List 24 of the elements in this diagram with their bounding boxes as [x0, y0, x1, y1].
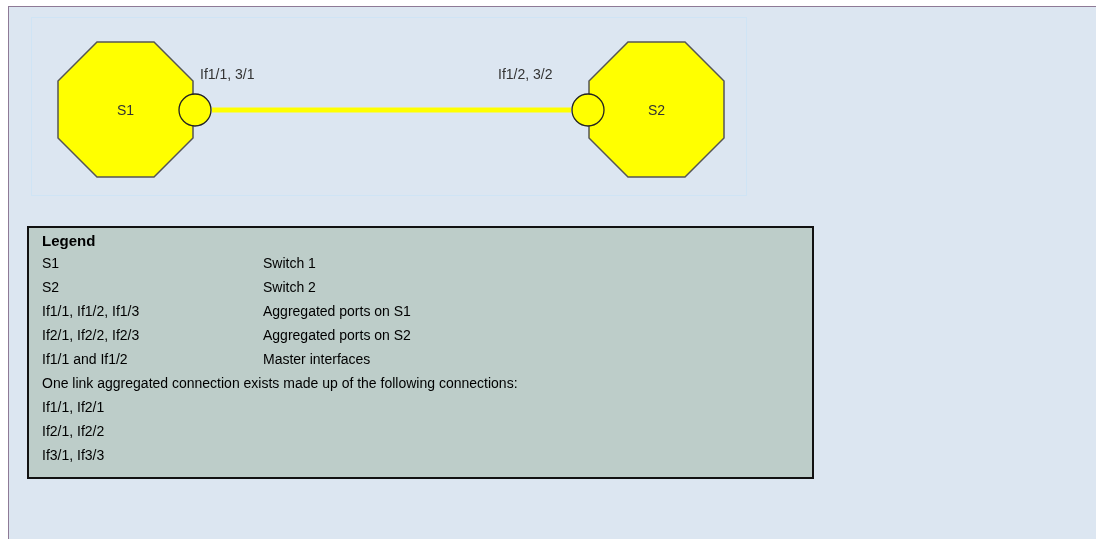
legend-note: If1/1, If2/1 [42, 398, 106, 417]
legend-heading: Legend [42, 231, 97, 251]
port-label: If1/2, 3/2 [498, 66, 553, 82]
legend-description: Switch 1 [263, 254, 317, 273]
link-line [212, 107, 571, 113]
legend-term: If2/1, If2/2, If2/3 [42, 326, 141, 345]
legend-description: Switch 2 [263, 278, 317, 297]
legend-term: If1/1 and If1/2 [42, 350, 129, 369]
legend-note: If2/1, If2/2 [42, 422, 106, 441]
legend-description: Aggregated ports on S1 [263, 302, 412, 321]
port-label: If1/1, 3/1 [200, 66, 255, 82]
switch-octagon [57, 41, 194, 178]
port-circle [178, 93, 212, 127]
switch-label: S1 [116, 101, 135, 118]
legend-note: If3/1, If3/3 [42, 446, 106, 465]
legend-term: If1/1, If1/2, If1/3 [42, 302, 141, 321]
legend-term: S2 [42, 278, 61, 297]
port-circle [571, 93, 605, 127]
switch-label: S2 [647, 101, 666, 118]
legend-description: Aggregated ports on S2 [263, 326, 412, 345]
legend-term: S1 [42, 254, 61, 273]
legend-description: Master interfaces [263, 350, 372, 369]
legend-note: One link aggregated connection exists made up of the following connections: [42, 374, 519, 393]
switch-octagon [588, 41, 725, 178]
